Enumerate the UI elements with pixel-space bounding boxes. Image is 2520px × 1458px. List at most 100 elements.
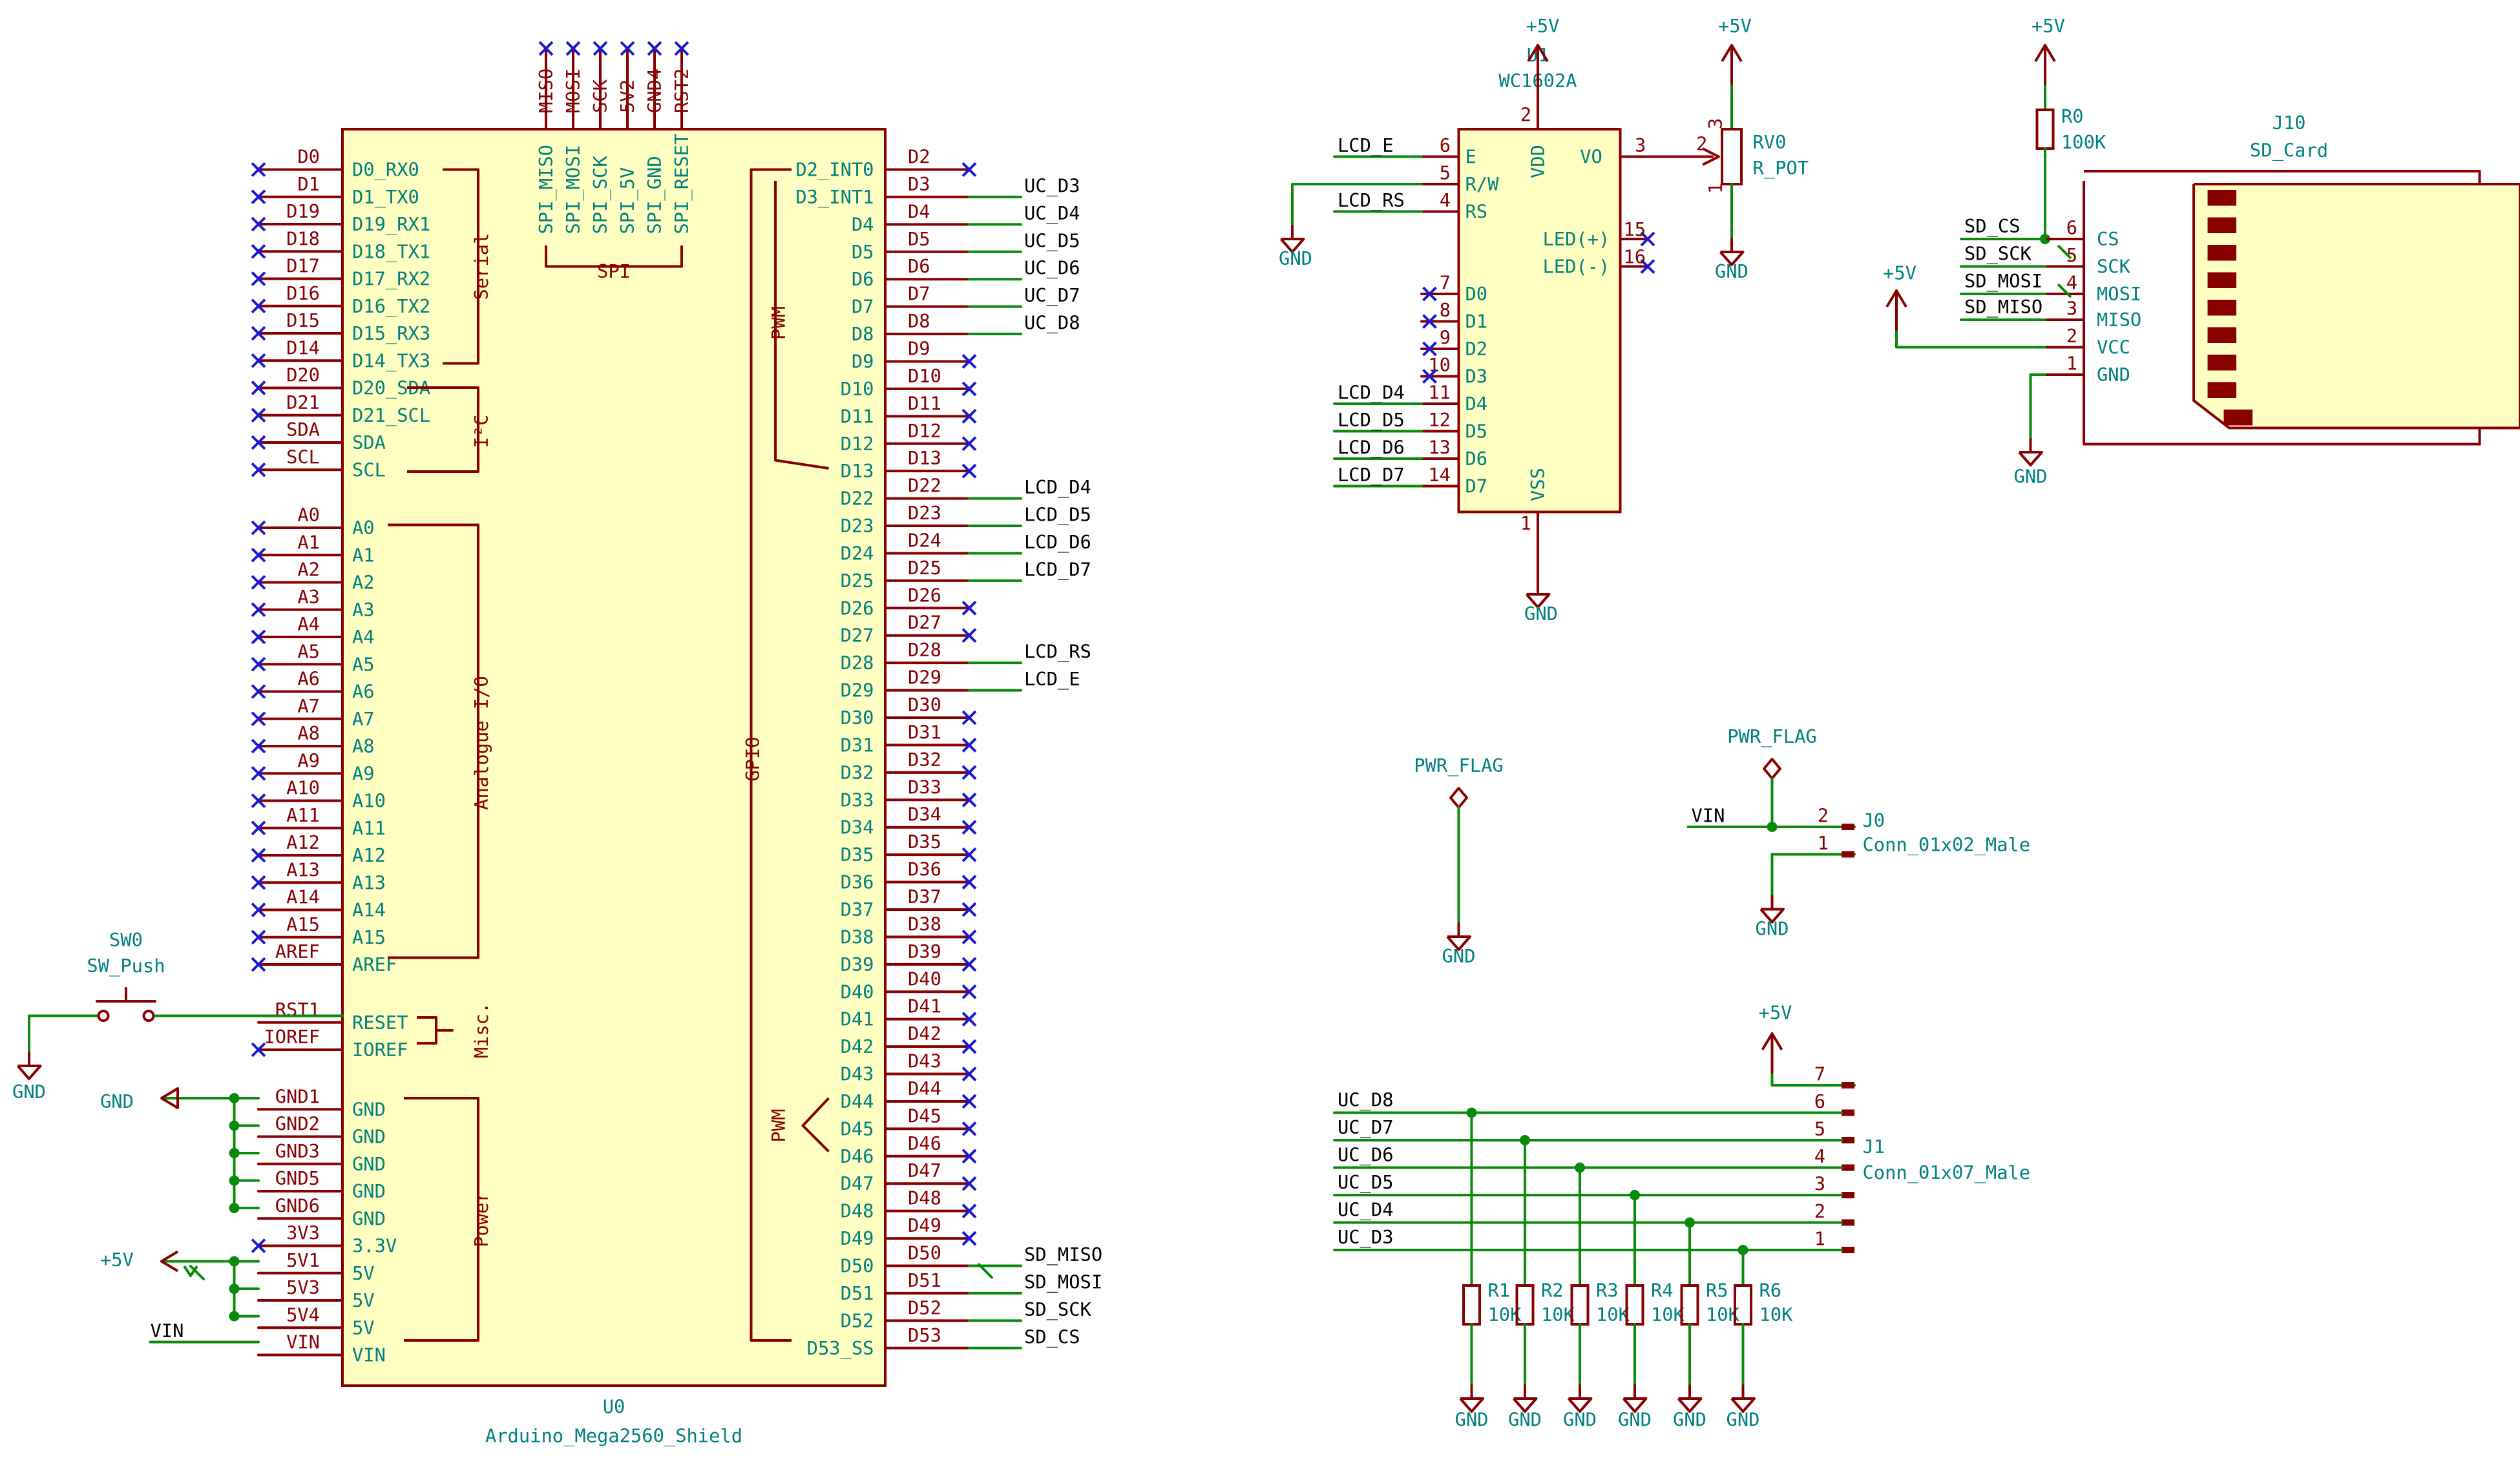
group-label-serial: Serial <box>470 233 492 300</box>
resistor-ref: R5 <box>1706 1280 1728 1302</box>
gnd-icon <box>160 1087 179 1109</box>
arduino-pin-name: D22 <box>841 488 874 510</box>
lcd-pin-name: E <box>1465 146 1476 168</box>
sdcard-contact <box>2207 382 2236 398</box>
no-connect-mark <box>251 902 266 917</box>
arduino-pin-name: GND <box>352 1126 386 1148</box>
arduino-pin-net: D22 <box>908 475 941 497</box>
no-connect-stroke <box>961 1012 977 1027</box>
arduino-pin-name: D35 <box>841 844 874 866</box>
no-connect-mark <box>1422 286 1437 302</box>
pwr-flag-line <box>2057 244 2072 260</box>
lcd-pin-num: 7 <box>1440 272 1451 294</box>
no-connect-mark <box>961 929 977 944</box>
net-label-sd_mosi: SD_MOSI <box>1964 270 2042 293</box>
arduino-pin-net: GND1 <box>275 1085 320 1107</box>
j1-pin-num: 4 <box>1814 1145 1825 1167</box>
arduino-pin-name: 5V <box>352 1289 375 1311</box>
no-connect-stroke <box>961 957 977 972</box>
arduino-pin-net: D21 <box>286 391 320 413</box>
no-connect-stroke <box>251 244 266 259</box>
arduino-pin-net: GND3 <box>275 1140 320 1162</box>
no-connect-stroke <box>1422 341 1437 357</box>
arduino-pin-net: D13 <box>908 447 941 469</box>
pwr-flag-icon <box>1449 787 1468 809</box>
no-connect-stroke <box>961 463 977 479</box>
arduino-pin-net: 5V2 <box>616 79 638 113</box>
net-label-vin: VIN <box>151 1320 184 1342</box>
no-connect-stroke <box>251 820 266 836</box>
arduino-pin-net: D46 <box>908 1132 941 1154</box>
arduino-pin-net: D53 <box>908 1324 941 1346</box>
no-connect-mark <box>251 520 266 536</box>
sdcard-pin-name: GND <box>2097 364 2130 386</box>
no-connect-mark <box>961 408 977 424</box>
sdcard-pin-num: 2 <box>2066 325 2077 347</box>
no-connect-stroke <box>251 216 266 232</box>
lcd-pin-num: 3 <box>1635 134 1646 156</box>
sdcard-pin-num: 4 <box>2066 272 2077 294</box>
pwr-flag-label: PWR_FLAG <box>1727 725 1816 748</box>
j1-pin-body <box>1842 1219 1854 1226</box>
pwr-flag-label: PWR_FLAG <box>1414 755 1503 777</box>
arduino-pin-net: D48 <box>908 1187 941 1209</box>
arduino-pin-name: D12 <box>841 433 874 455</box>
no-connect-mark <box>961 710 977 725</box>
no-connect-stroke <box>961 902 977 917</box>
no-connect-mark <box>251 244 266 259</box>
arduino-pin-net: D25 <box>908 557 941 579</box>
no-connect-mark <box>961 600 977 616</box>
no-connect-mark <box>251 820 266 836</box>
arduino-pin-name: IOREF <box>352 1039 408 1061</box>
arduino-value: Arduino_Mega2560_Shield <box>485 1425 742 1448</box>
arduino-pin-name: A15 <box>352 926 386 948</box>
resistor-ref: R4 <box>1651 1280 1674 1302</box>
arduino-pin-net: A9 <box>297 749 320 771</box>
arduino-pin-name: SPI_GND <box>644 156 666 234</box>
arduino-pin-name: D31 <box>841 734 874 756</box>
arduino-pin-net: D11 <box>908 392 941 414</box>
arduino-pin-name: D48 <box>841 1200 874 1222</box>
net-label-vin: VIN <box>1692 805 1725 827</box>
lcd-pin-num: 13 <box>1428 437 1451 459</box>
no-connect-stroke <box>620 41 635 56</box>
no-connect-mark <box>251 353 266 368</box>
arduino-pin-name: D7 <box>852 296 874 318</box>
lcd-pin-num: 6 <box>1440 134 1451 156</box>
arduino-pin-name: D17_RX2 <box>352 268 430 291</box>
arduino-pin-net: D9 <box>908 337 930 359</box>
j1-pin-body <box>1842 1164 1854 1171</box>
net-label-sd_cs: SD_CS <box>1964 215 2021 238</box>
lcd-body <box>1457 128 1622 514</box>
pwr-flag-line <box>978 1263 993 1279</box>
no-connect-stroke <box>1422 314 1437 329</box>
no-connect-mark <box>961 820 977 835</box>
no-connect-stroke <box>961 738 977 753</box>
arduino-pin-name: RESET <box>352 1012 408 1034</box>
arduino-pin-name: SPI_SCK <box>589 156 612 234</box>
arduino-pin-name: D32 <box>841 762 874 784</box>
net-label-uc_d6: UC_D6 <box>1338 1144 1394 1167</box>
arduino-pin-name: D23 <box>841 515 874 537</box>
arduino-pin-name: A14 <box>352 899 386 921</box>
lcd-pin-num: 1 <box>1520 512 1531 534</box>
no-connect-stroke <box>251 902 266 917</box>
no-connect-mark <box>1422 314 1437 329</box>
power-5v-label: +5V <box>2032 15 2065 37</box>
sdcard-pin-name: MISO <box>2097 309 2141 331</box>
no-connect-stroke <box>961 600 977 616</box>
j1-pin-num: 6 <box>1814 1090 1825 1112</box>
arduino-pin-net: A14 <box>286 886 320 908</box>
net-label-sd_cs: SD_CS <box>1024 1326 1080 1348</box>
arduino-pin-net: A8 <box>297 722 320 744</box>
pot-ref: RV0 <box>1753 131 1787 153</box>
net-label-sd_miso: SD_MISO <box>1964 296 2042 318</box>
pot-pin-num: 2 <box>1696 133 1707 155</box>
net-label-uc_d3: UC_D3 <box>1024 174 1080 197</box>
no-connect-stroke <box>1640 259 1655 274</box>
no-connect-stroke <box>961 628 977 643</box>
no-connect-stroke <box>251 380 266 395</box>
lcd-pin-num: 15 <box>1624 218 1646 240</box>
gnd-label: GND <box>1442 945 1476 967</box>
net-label-sd_miso: SD_MISO <box>1024 1244 1102 1266</box>
